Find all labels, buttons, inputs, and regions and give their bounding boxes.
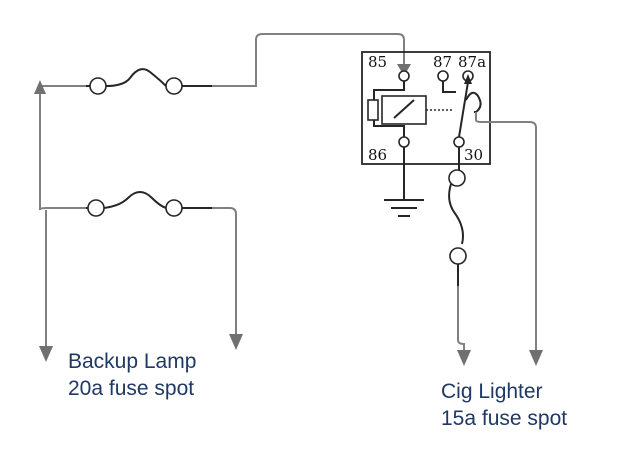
lower-branch-wire bbox=[39, 205, 86, 211]
cig-lighter-title: Cig Lighter bbox=[441, 380, 543, 403]
backup-lamp-right-wire bbox=[212, 207, 237, 334]
cig-fuse bbox=[448, 147, 467, 286]
cig-fuse-down-wire bbox=[457, 286, 465, 350]
backup-lamp-right-arrow bbox=[229, 334, 243, 350]
pin-86-terminal bbox=[398, 136, 410, 148]
cig-lighter-wire bbox=[475, 112, 537, 350]
cig-lighter-caption: Cig Lighter 15a fuse spot bbox=[441, 380, 567, 430]
pin-85-arrow bbox=[397, 64, 411, 76]
pin-86-label: 86 bbox=[368, 146, 387, 164]
relay-coil bbox=[367, 81, 452, 137]
backup-lamp-caption: Backup Lamp 20a fuse spot bbox=[68, 350, 196, 400]
wire-to-pin-85 bbox=[212, 33, 405, 87]
backup-lamp-fuse-spot: 20a fuse spot bbox=[68, 377, 194, 400]
pin-87-label: 87 bbox=[433, 53, 452, 71]
pin-85-terminal bbox=[398, 70, 410, 82]
backup-lamp-left-arrow bbox=[39, 346, 53, 362]
left-bus-wire bbox=[39, 85, 86, 205]
pin-87-terminal bbox=[437, 70, 449, 82]
backup-lamp-title: Backup Lamp bbox=[68, 350, 196, 373]
backup-lamp-circuit bbox=[34, 33, 411, 362]
relay-switch bbox=[442, 74, 482, 138]
bottom-fuse bbox=[86, 191, 212, 217]
top-fuse bbox=[86, 68, 212, 95]
pin-87a-label: 87a bbox=[458, 53, 486, 71]
cig-lighter-fuse-spot: 15a fuse spot bbox=[441, 407, 567, 430]
pin-30-terminal bbox=[453, 136, 465, 148]
pin-30-label: 30 bbox=[464, 146, 483, 164]
left-bus-arrow bbox=[34, 80, 46, 94]
ground-symbol bbox=[384, 147, 424, 217]
cig-lighter-circuit bbox=[448, 112, 543, 366]
cig-fuse-arrow bbox=[457, 350, 471, 366]
cig-lighter-arrow bbox=[529, 350, 543, 366]
relay: 85 87 87a 86 30 bbox=[361, 51, 491, 217]
relay-box bbox=[361, 51, 491, 165]
pin-85-label: 85 bbox=[368, 53, 387, 71]
